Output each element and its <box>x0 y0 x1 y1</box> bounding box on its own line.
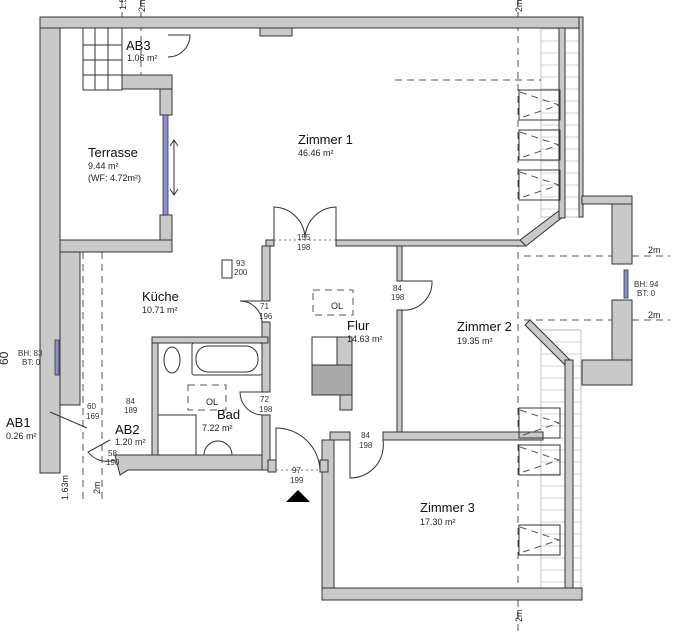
skylights <box>518 89 561 556</box>
height-label: 2m <box>648 245 661 255</box>
door-height: 200 <box>234 268 248 277</box>
door-height: 189 <box>124 406 138 415</box>
room-name-flur: Flur <box>347 318 370 333</box>
height-label: 2m <box>92 481 102 494</box>
window-depth: BT: 0 <box>22 358 41 367</box>
room-name-ab1: AB1 <box>6 415 31 430</box>
skylight-icon <box>518 524 561 556</box>
window-depth: BT: 0 <box>637 289 656 298</box>
room-name-terrasse: Terrasse <box>88 145 138 160</box>
room-note-terrasse: (WF: 4.72m²) <box>88 173 141 183</box>
room-area-flur: 14.63 m² <box>347 334 383 344</box>
door-height: 169 <box>86 412 100 421</box>
ol-label: OL <box>331 301 343 311</box>
door-height: 198 <box>259 405 273 414</box>
height-label: 2m <box>514 609 524 622</box>
room-area-zimmer1: 46.46 m² <box>298 148 334 158</box>
door-width: 71 <box>260 302 269 311</box>
toilet-icon <box>163 346 181 374</box>
staircase <box>82 27 123 91</box>
height-labels: 1.5 2m 2m 2m 2m 1.63m 2m 2m 60 <box>0 0 661 622</box>
door-width: 72 <box>260 395 269 404</box>
room-area-ab2: 1.20 m² <box>115 437 146 447</box>
sliding-arrow-icon <box>169 139 179 196</box>
skylight-icon <box>518 444 561 476</box>
door-width: 84 <box>393 284 402 293</box>
room-name-kueche: Küche <box>142 289 179 304</box>
room-name-zimmer3: Zimmer 3 <box>420 500 475 515</box>
room-area-zimmer3: 17.30 m² <box>420 517 456 527</box>
room-name-zimmer1: Zimmer 1 <box>298 132 353 147</box>
room-name-ab3: AB3 <box>126 38 151 53</box>
room-name-ab2: AB2 <box>115 422 140 437</box>
door-dimensions: 155 198 93 200 71 196 84 198 72 198 97 1… <box>86 233 405 485</box>
door-height: 198 <box>391 293 405 302</box>
door-width: 97 <box>292 466 301 475</box>
room-area-kueche: 10.71 m² <box>142 305 178 315</box>
room-area-terrasse: 9.44 m² <box>88 161 119 171</box>
skylight-icon <box>518 407 561 439</box>
left-window <box>54 339 60 376</box>
door-height: 199 <box>290 476 304 485</box>
door-height: 196 <box>259 312 273 321</box>
right-window <box>623 269 629 299</box>
height-label: 1.63m <box>60 475 70 500</box>
height-label: 2m <box>514 0 524 12</box>
room-area-zimmer2: 19.35 m² <box>457 336 493 346</box>
door-width: 58 <box>108 449 117 458</box>
door-width: 93 <box>236 259 245 268</box>
room-name-bad: Bad <box>217 407 240 422</box>
height-lines <box>82 0 670 632</box>
height-label: 2m <box>137 0 147 12</box>
room-area-bad: 7.22 m² <box>202 423 233 433</box>
window-sill-height: BH: 94 <box>634 280 659 289</box>
side-dimension: 60 <box>0 351 11 365</box>
entrance-arrow-icon <box>286 490 310 502</box>
door-height: 198 <box>359 441 373 450</box>
doors <box>87 34 433 479</box>
door-height: 198 <box>297 243 311 252</box>
door-width: 84 <box>361 431 370 440</box>
room-area-ab1: 0.26 m² <box>6 431 37 441</box>
height-label: 2m <box>648 310 661 320</box>
room-name-zimmer2: Zimmer 2 <box>457 319 512 334</box>
ab1-leader-line <box>49 411 88 429</box>
terrasse-window <box>162 114 169 216</box>
door-width: 155 <box>297 233 311 242</box>
bathroom-fixtures <box>157 259 354 456</box>
door-width: 84 <box>126 397 135 406</box>
window-sill-height: BH: 83 <box>18 349 43 358</box>
door-width: 60 <box>87 402 96 411</box>
door-height: 190 <box>106 458 120 467</box>
skylight-icon <box>518 169 561 201</box>
walls <box>39 16 633 601</box>
skylight-icon <box>518 89 561 121</box>
skylight-icon <box>518 129 561 161</box>
room-area-ab3: 1.06 m² <box>127 53 158 63</box>
ol-label: OL <box>206 397 218 407</box>
height-label: 1.5 <box>118 0 128 10</box>
